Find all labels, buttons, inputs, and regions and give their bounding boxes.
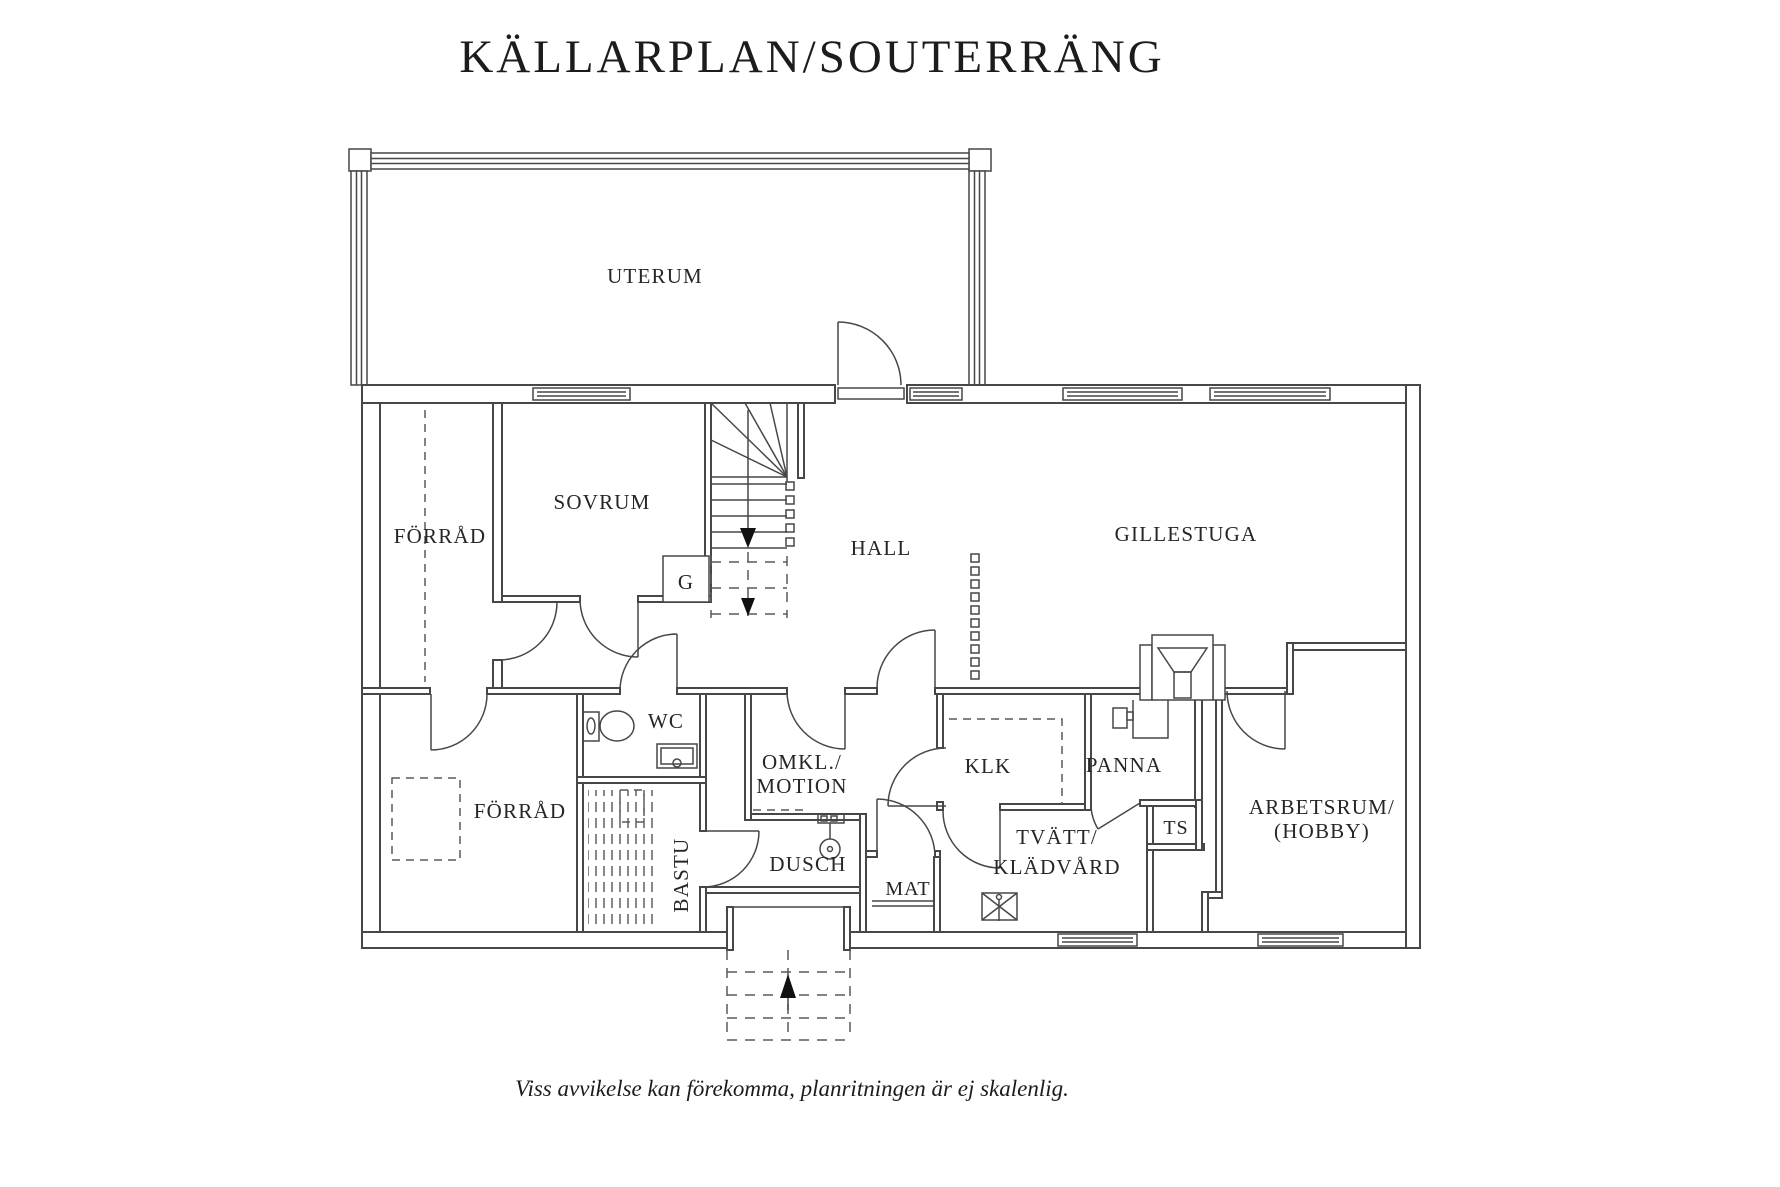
room-label-dusch: DUSCH bbox=[769, 852, 846, 876]
room-label-wc: WC bbox=[648, 709, 684, 733]
staircase-interior bbox=[710, 402, 795, 618]
staircase-exterior bbox=[726, 906, 851, 1041]
floor-drain-icon bbox=[981, 892, 1018, 921]
room-label-tvatt-line1: TVÄTT/ bbox=[1016, 825, 1098, 849]
fireplace bbox=[1139, 634, 1226, 701]
door-sovrum bbox=[579, 598, 639, 658]
room-label-forrad-bottom: FÖRRÅD bbox=[474, 799, 566, 823]
room-label-forrad-top: FÖRRÅD bbox=[394, 524, 486, 548]
room-label-garderob: G bbox=[678, 570, 694, 594]
room-label-arbetsrum-line2: (HOBBY) bbox=[1274, 819, 1370, 843]
uterum-glazed-walls bbox=[348, 148, 992, 386]
doors bbox=[430, 321, 1286, 888]
door-omkl bbox=[786, 690, 846, 750]
door-forrad-top bbox=[498, 601, 558, 661]
divider-posts bbox=[970, 553, 980, 680]
disclaimer-text: Viss avvikelse kan förekomma, planritnin… bbox=[515, 1076, 1069, 1101]
wardrobe-g-box bbox=[662, 555, 710, 603]
room-label-ts: TS bbox=[1163, 817, 1188, 839]
room-label-omkl-line1: OMKL./ bbox=[762, 750, 842, 774]
stairs-up-arrow bbox=[780, 974, 796, 998]
door-panna bbox=[1090, 802, 1141, 830]
windows bbox=[532, 387, 1344, 947]
dashed-outlines bbox=[391, 410, 1063, 907]
room-label-bastu: BASTU bbox=[669, 838, 693, 913]
room-label-omkl-line2: MOTION bbox=[756, 774, 847, 798]
sauna-bench-area bbox=[588, 789, 658, 928]
door-tvatt bbox=[942, 810, 1001, 869]
door-dusch bbox=[702, 830, 760, 888]
door-forrad-bottom bbox=[430, 693, 488, 751]
room-label-hall: HALL bbox=[851, 536, 912, 560]
interior-walls bbox=[361, 402, 1407, 933]
room-label-sovrum: SOVRUM bbox=[553, 490, 650, 514]
room-label-mat: MAT bbox=[885, 878, 930, 900]
room-labels: UTERUM FÖRRÅD SOVRUM HALL GILLESTUGA G W… bbox=[394, 264, 1395, 913]
door-wc bbox=[619, 633, 678, 692]
door-arbetsrum bbox=[1226, 690, 1286, 750]
room-label-tvatt-line2: KLÄDVÅRD bbox=[993, 855, 1120, 879]
room-label-panna: PANNA bbox=[1086, 753, 1162, 777]
stairs-down-arrow-dashed bbox=[741, 598, 755, 616]
stairs-down-arrow bbox=[740, 528, 756, 548]
exterior-walls bbox=[361, 384, 1421, 949]
room-label-klk: KLK bbox=[965, 754, 1012, 778]
room-label-uterum: UTERUM bbox=[607, 264, 703, 288]
boiler-icon bbox=[1112, 700, 1169, 739]
room-label-arbetsrum-line1: ARBETSRUM/ bbox=[1249, 795, 1395, 819]
room-label-gillestuga: GILLESTUGA bbox=[1115, 522, 1258, 546]
sink-icon bbox=[656, 743, 698, 769]
door-uterum-hall bbox=[837, 321, 905, 400]
door-hall-lobby bbox=[876, 629, 936, 689]
shower-icon bbox=[817, 813, 845, 860]
door-klk bbox=[887, 747, 947, 807]
page-title: KÄLLARPLAN/SOUTERRÄNG bbox=[459, 31, 1165, 83]
door-mat bbox=[876, 798, 936, 858]
toilet-icon bbox=[582, 710, 635, 742]
